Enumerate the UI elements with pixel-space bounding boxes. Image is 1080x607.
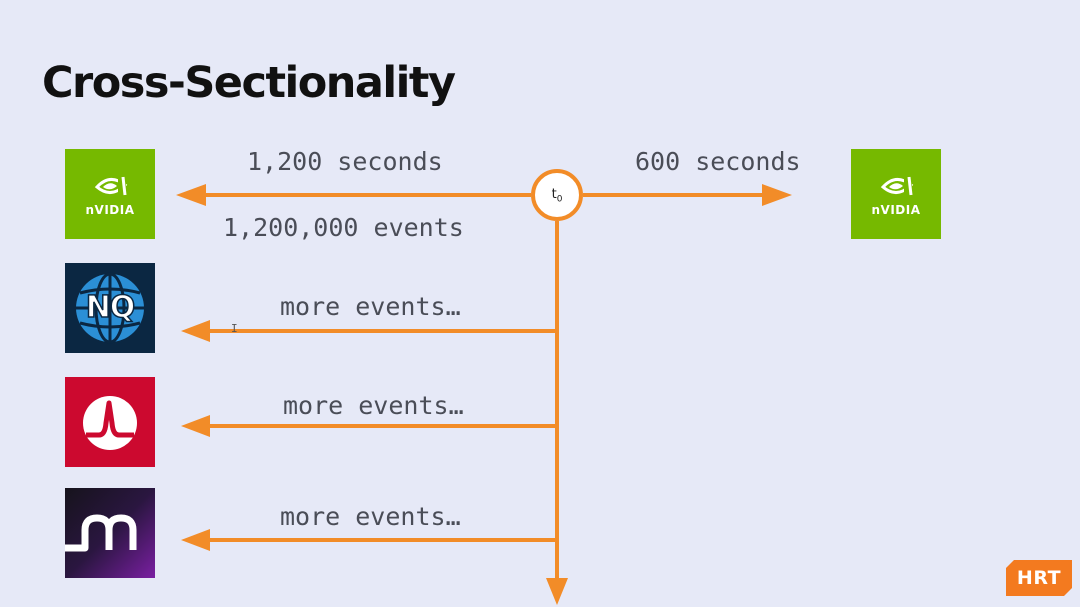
globe-icon — [76, 272, 144, 344]
arrowhead-row-2 — [181, 415, 210, 437]
pulse-circle-icon — [83, 396, 137, 450]
arrowhead-row-1 — [181, 320, 210, 342]
row-1-label: more events… — [280, 292, 461, 321]
nvidia-logo-left: nVIDIA — [65, 149, 155, 239]
t0-subscript: 0 — [556, 194, 563, 205]
nvidia-eye-icon — [94, 176, 128, 196]
nvidia-logo-right: nVIDIA — [851, 149, 941, 239]
nvidia-eye-icon — [880, 176, 914, 196]
m-logo — [65, 488, 155, 578]
t0-label: t — [551, 187, 557, 202]
nvidia-wordmark-left: nVIDIA — [85, 203, 135, 217]
hrt-logo: HRT — [1006, 560, 1072, 596]
nvidia-wordmark-right: nVIDIA — [871, 203, 921, 217]
row-2-label: more events… — [283, 391, 464, 420]
right-duration-label: 600 seconds — [635, 147, 801, 176]
broadcom-logo — [65, 377, 155, 467]
left-events-label: 1,200,000 events — [223, 213, 464, 242]
arrowhead-row-3 — [181, 529, 210, 551]
row-3-label: more events… — [280, 502, 461, 531]
wave-m-icon — [65, 514, 137, 552]
left-duration-label: 1,200 seconds — [247, 147, 443, 176]
t0-node: t0 — [531, 169, 583, 221]
slide-title: Cross-Sectionality — [42, 58, 456, 108]
arrowhead-right-main — [762, 184, 792, 206]
nq-text: NQ — [85, 289, 136, 326]
nq-logo: NQ — [65, 263, 155, 353]
text-cursor-icon: I — [231, 322, 238, 335]
arrowhead-down — [546, 578, 568, 605]
arrowhead-left-main — [176, 184, 206, 206]
